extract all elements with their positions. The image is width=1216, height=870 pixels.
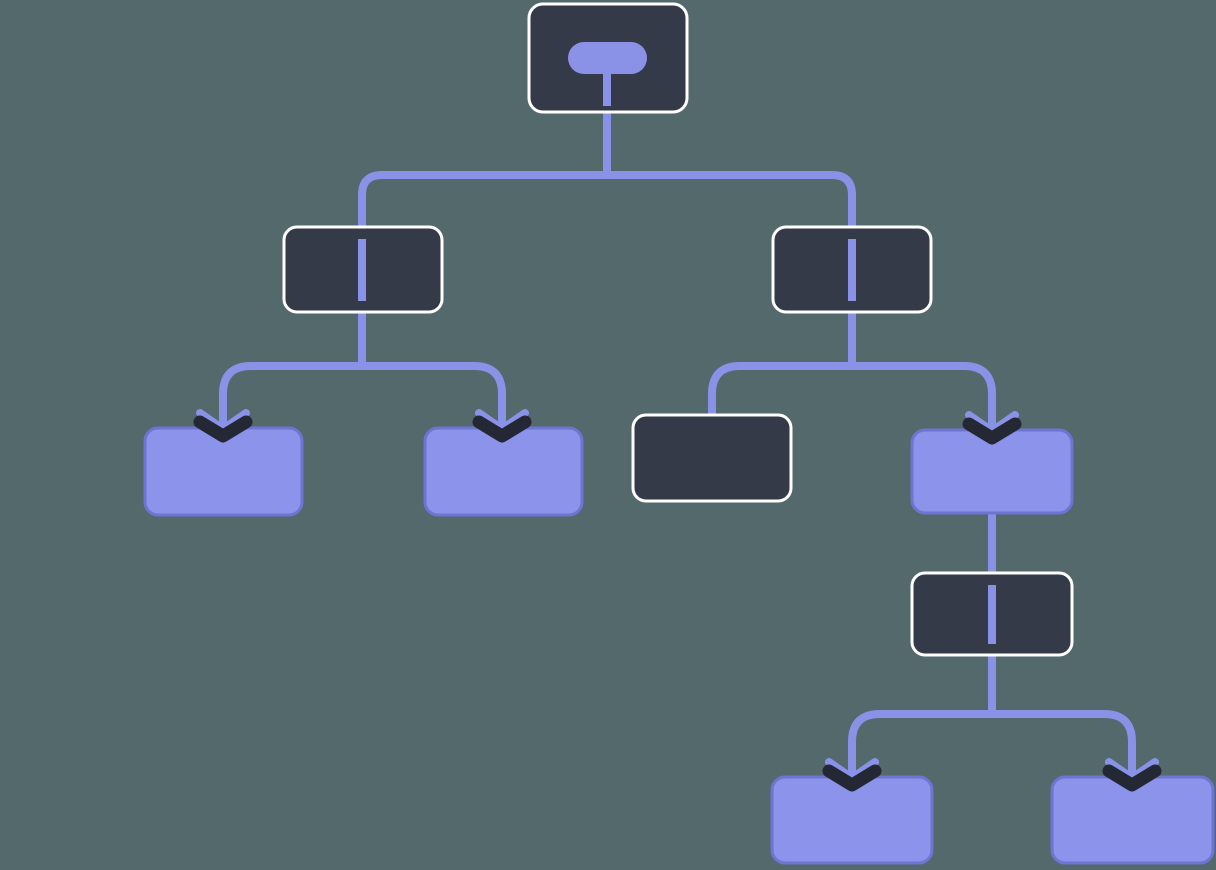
connector-root-to-branches [358,171,856,229]
connector-branch-e-to-leaves [848,710,1136,779]
root-pill-glyph [568,42,647,74]
arrowhead-down-icon [822,758,882,792]
arrowhead-down-icon [193,409,253,443]
arrowhead-down-icon [962,411,1022,445]
connector-branch-left-to-leaves [219,362,506,430]
node-branch-e[interactable] [910,571,1074,657]
connectors [219,110,1136,779]
node-branch-right[interactable] [771,225,933,314]
node-root[interactable] [527,2,689,114]
arrowhead-down-icon [1102,758,1162,792]
connector-branch-right-to-children [708,362,996,432]
nodes [143,2,1215,865]
arrowhead-down-icon [472,409,532,443]
arrowheads [193,409,1162,792]
node-branch-left[interactable] [282,225,444,314]
node-leaf-c[interactable] [631,413,793,503]
